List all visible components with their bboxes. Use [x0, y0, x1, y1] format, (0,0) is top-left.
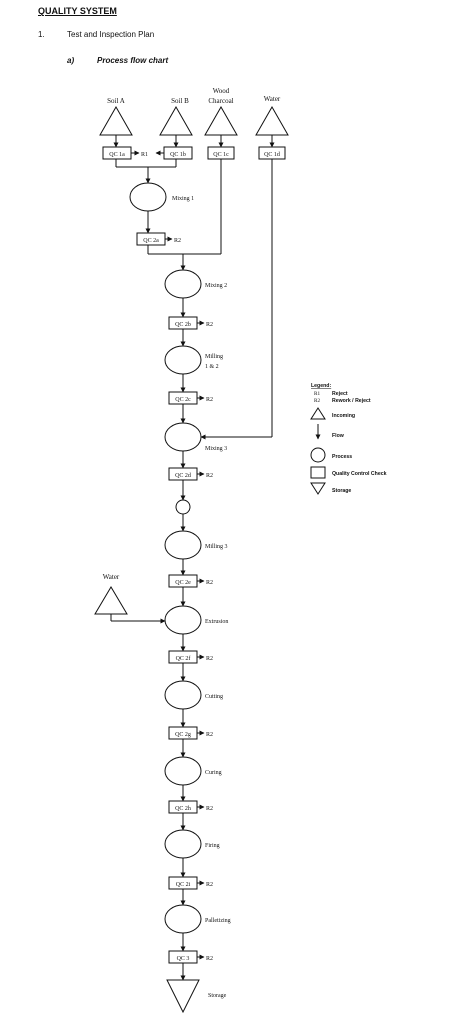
process-firing [164, 829, 202, 859]
process-label-mixing-2: Mixing 2 [205, 283, 227, 289]
qc-label-1d: QC 1d [264, 152, 280, 158]
reject-label-r2-2a: R2 [174, 238, 181, 244]
incoming-triangle-wood-charcoal [204, 105, 238, 136]
process-label-palletizing: Palletizing [205, 918, 231, 924]
legend-r2-code: R2 [314, 398, 320, 404]
reject-label-r2-2b: R2 [206, 322, 213, 328]
label-wood: Wood [213, 87, 230, 95]
legend-r1-code: R1 [314, 391, 320, 397]
storage-triangle [166, 979, 200, 1014]
process-label-cutting: Cutting [205, 694, 223, 700]
process-cutting [164, 680, 202, 710]
reject-label-r2-2e: R2 [206, 580, 213, 586]
legend-title: Legend: [311, 383, 331, 389]
qc-label-2a: QC 2a [143, 238, 159, 244]
process-label-milling-3: Milling 3 [205, 544, 228, 550]
reject-label-r2-2g: R2 [206, 732, 213, 738]
qc-label-1a: QC 1a [109, 152, 125, 158]
process-milling-1-2 [164, 345, 202, 375]
section-title: Test and Inspection Plan [67, 30, 155, 39]
qc-label-2e: QC 2e [175, 580, 191, 586]
reject-label-r2-2i: R2 [206, 882, 213, 888]
reject-label-r2-2h: R2 [206, 806, 213, 812]
qc-label-2d: QC 2d [175, 473, 191, 479]
legend-incoming-label: Incoming [332, 413, 355, 419]
subsection-title: Process flow chart [97, 56, 169, 65]
legend-qc-icon [310, 466, 326, 479]
process-mixing-3 [164, 422, 202, 452]
process-label-milling-2: 1 & 2 [205, 364, 219, 370]
label-storage: Storage [208, 993, 227, 999]
process-label-mixing-1: Mixing 1 [172, 196, 194, 202]
qc-label-2i: QC 2i [176, 882, 191, 888]
legend-incoming-icon [310, 407, 326, 420]
legend-storage-icon [310, 482, 326, 495]
incoming-triangle-soil-a [99, 105, 133, 136]
process-mixing-1 [129, 182, 167, 212]
label-soil-a: Soil A [107, 97, 125, 105]
legend-storage-label: Storage [332, 488, 351, 494]
label-charcoal: Charcoal [208, 97, 233, 105]
label-soil-b: Soil B [171, 97, 189, 105]
process-small-circle [175, 499, 191, 515]
process-label-curing: Curing [205, 770, 222, 776]
process-label-firing: Firing [205, 843, 220, 849]
label-water-side: Water [103, 573, 120, 581]
process-curing [164, 756, 202, 786]
reject-label-r1: R1 [141, 152, 148, 158]
qc-label-2g: QC 2g [175, 732, 191, 738]
reject-label-r2-2d: R2 [206, 473, 213, 479]
legend-process-icon [310, 447, 326, 463]
process-milling-3 [164, 530, 202, 560]
label-water-top: Water [264, 95, 281, 103]
qc-label-2b: QC 2b [175, 322, 191, 328]
qc-label-3: QC 3 [177, 956, 190, 962]
qc-label-2f: QC 2f [176, 655, 191, 662]
qc-label-1c: QC 1c [213, 152, 229, 158]
incoming-triangle-water-side [94, 586, 128, 615]
qc-label-2h: QC 2h [175, 806, 191, 812]
reject-label-r2-3: R2 [206, 956, 213, 962]
legend-r2-text: Rework / Reject [332, 398, 371, 404]
qc-label-2c: QC 2c [175, 397, 191, 403]
subsection-letter: a) [67, 56, 75, 65]
process-mixing-2 [164, 269, 202, 299]
incoming-triangle-soil-b [159, 105, 193, 136]
legend-flow-label: Flow [332, 433, 345, 439]
incoming-triangle-water-top [255, 105, 289, 136]
qc-label-1b: QC 1b [170, 152, 186, 158]
reject-label-r2-2f: R2 [206, 656, 213, 662]
section-number: 1. [38, 30, 45, 39]
legend-process-label: Process [332, 454, 352, 460]
process-label-milling-1: Milling [205, 354, 223, 360]
legend-qc-label: Quality Control Check [332, 471, 387, 477]
page-title: QUALITY SYSTEM [38, 6, 117, 16]
legend-r1-text: Reject [332, 391, 348, 397]
process-palletizing [164, 904, 202, 934]
process-label-extrusion: Extrusion [205, 619, 228, 625]
process-label-mixing-3: Mixing 3 [205, 446, 227, 452]
process-extrusion [164, 605, 202, 635]
reject-label-r2-2c: R2 [206, 397, 213, 403]
